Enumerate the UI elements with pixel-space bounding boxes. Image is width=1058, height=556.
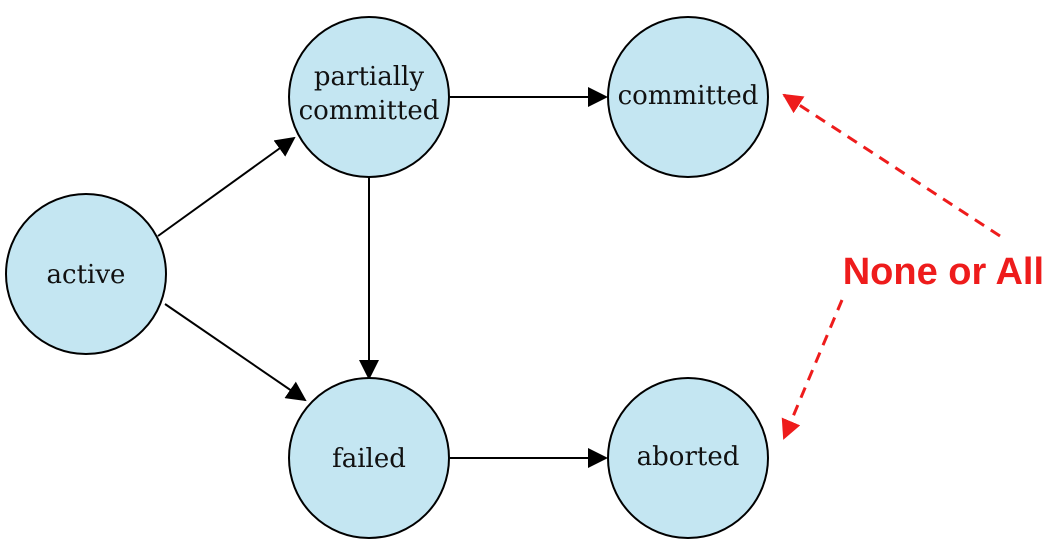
annotation-none-or-all: None or All <box>843 251 1044 293</box>
node-committed-circle <box>607 16 769 178</box>
node-active-label: active <box>47 260 126 290</box>
node-partially-committed-label-line2: committed <box>299 96 440 126</box>
dashed-arrow-to-committed <box>782 93 1001 238</box>
node-failed: failed <box>288 377 450 539</box>
node-active-circle <box>5 193 167 355</box>
node-partially-committed: partially committed <box>288 16 450 178</box>
edge-active-to-failed <box>164 303 307 402</box>
node-failed-label: failed <box>332 444 406 474</box>
node-partially-committed-label-line1: partially <box>314 62 424 92</box>
node-failed-circle <box>288 377 450 539</box>
node-aborted-circle <box>607 377 769 539</box>
node-aborted-label: aborted <box>637 442 740 472</box>
dashed-arrow-to-aborted <box>781 299 844 440</box>
node-partially-committed-circle <box>288 16 450 178</box>
node-committed: committed <box>607 16 769 178</box>
node-aborted: aborted <box>607 377 769 539</box>
node-committed-label: committed <box>618 81 759 111</box>
edge-active-to-partially-committed <box>157 136 296 237</box>
node-active: active <box>5 193 167 355</box>
